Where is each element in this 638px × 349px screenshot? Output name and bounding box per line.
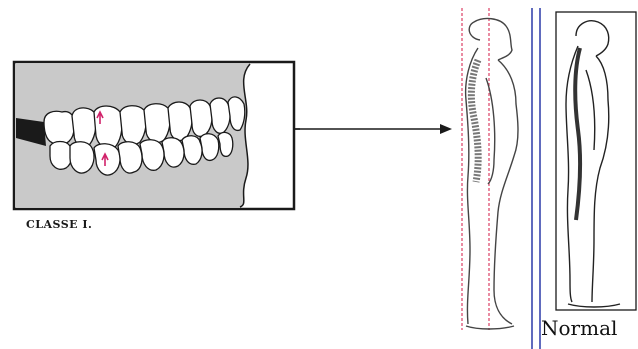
normal-label: Normal: [541, 316, 617, 340]
posture-illustration: [300, 0, 638, 349]
spine-column: [471, 60, 478, 182]
posture-panel: [300, 0, 638, 349]
spine-figure: [466, 19, 518, 329]
